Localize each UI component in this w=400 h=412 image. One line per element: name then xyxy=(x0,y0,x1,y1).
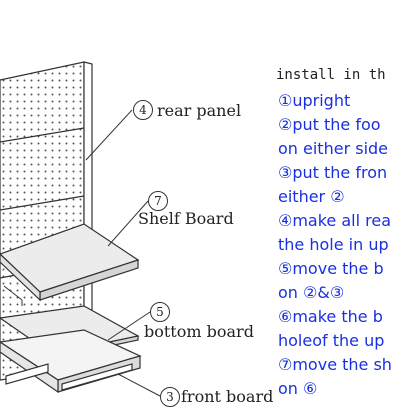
instruction-line: ④make all rea xyxy=(278,211,392,230)
leader-lines xyxy=(85,109,161,397)
instruction-line: ⑦move the sh xyxy=(278,355,392,374)
label-rear-panel: rear panel xyxy=(157,101,242,120)
base-front-board xyxy=(0,329,142,394)
instruction-line: ①upright xyxy=(278,91,351,110)
shelf-board xyxy=(0,223,140,302)
instruction-line: ⑤move the b xyxy=(278,259,384,278)
shelf-brackets xyxy=(3,285,23,306)
instruction-line: on ②&③ xyxy=(278,283,345,302)
label-shelf-board: Shelf Board xyxy=(138,209,234,228)
callout-5: 5 xyxy=(150,302,170,322)
instruction-line: ②put the foo xyxy=(278,115,381,134)
label-bottom-board: bottom board xyxy=(144,322,254,341)
callout-7: 7 xyxy=(148,191,168,211)
instruction-line: on either side xyxy=(278,139,389,158)
instructions-title: install in th xyxy=(276,67,386,83)
instruction-line: either ② xyxy=(278,187,345,206)
callout-4: 4 xyxy=(133,100,153,120)
label-front-board: front board xyxy=(181,387,274,406)
instruction-line: ③put the fron xyxy=(278,163,388,182)
callout-3: 3 xyxy=(160,387,180,407)
instruction-line: the hole in up xyxy=(278,235,389,254)
instruction-line: holeof the up xyxy=(278,331,385,350)
instruction-line: on ⑥ xyxy=(278,379,318,398)
instruction-line: ⑥make the b xyxy=(278,307,383,326)
